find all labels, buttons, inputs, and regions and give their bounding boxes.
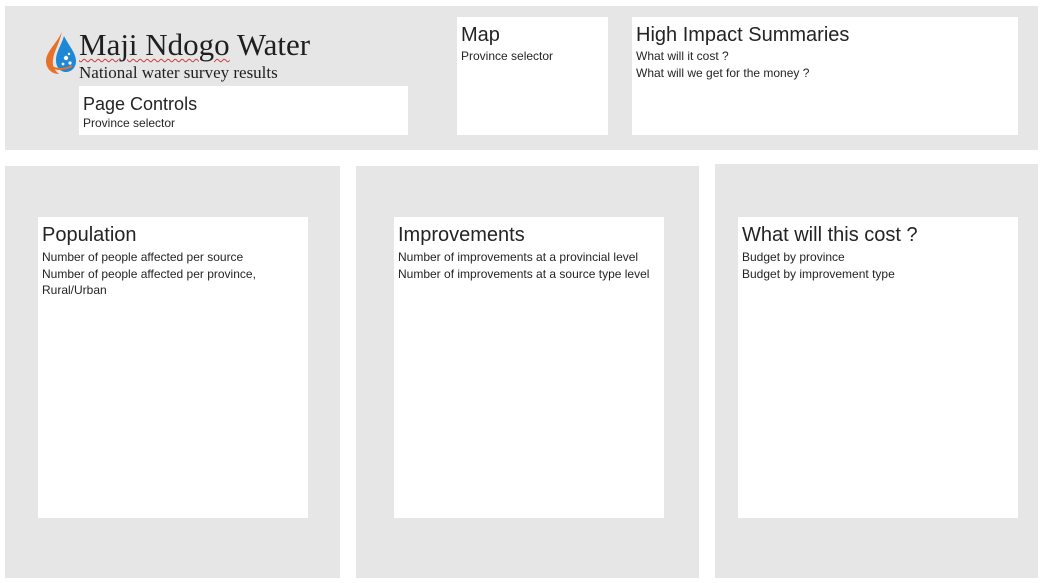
- population-card: Population Number of people affected per…: [38, 217, 308, 518]
- population-line: Number of people affected per province, …: [42, 266, 256, 298]
- summaries-title: High Impact Summaries: [636, 24, 850, 46]
- cost-line: Budget by province: [742, 250, 845, 264]
- page-controls-card: Page Controls Province selector: [79, 86, 408, 135]
- improvements-line: Number of improvements at a source type …: [398, 266, 650, 281]
- dashboard-title: Maji Ndogo Water: [79, 27, 311, 62]
- population-line: Number of people affected per source: [42, 250, 244, 264]
- cost-title: What will this cost ?: [742, 224, 918, 246]
- cost-card: What will this cost ? Budget by province…: [738, 217, 1018, 518]
- map-line: Province selector: [461, 49, 554, 63]
- cost-line: Budget by improvement type: [742, 266, 895, 281]
- improvements-card: Improvements Number of improvements at a…: [394, 217, 664, 518]
- map-title: Map: [461, 24, 500, 46]
- summaries-line: What will we get for the money ?: [636, 65, 810, 80]
- improvements-title: Improvements: [398, 224, 525, 246]
- dashboard-subtitle: National water survey results: [79, 63, 278, 82]
- page-controls-title: Page Controls: [83, 94, 198, 114]
- population-title: Population: [42, 224, 137, 246]
- page-controls-line: Province selector: [83, 116, 176, 130]
- map-card: Map Province selector: [457, 17, 608, 135]
- summaries-line: What will it cost ?: [636, 49, 729, 63]
- improvements-line: Number of improvements at a provincial l…: [398, 250, 639, 264]
- water-drop-logo-icon: [46, 32, 76, 74]
- high-impact-summaries-card: High Impact Summaries What will it cost …: [632, 17, 1018, 135]
